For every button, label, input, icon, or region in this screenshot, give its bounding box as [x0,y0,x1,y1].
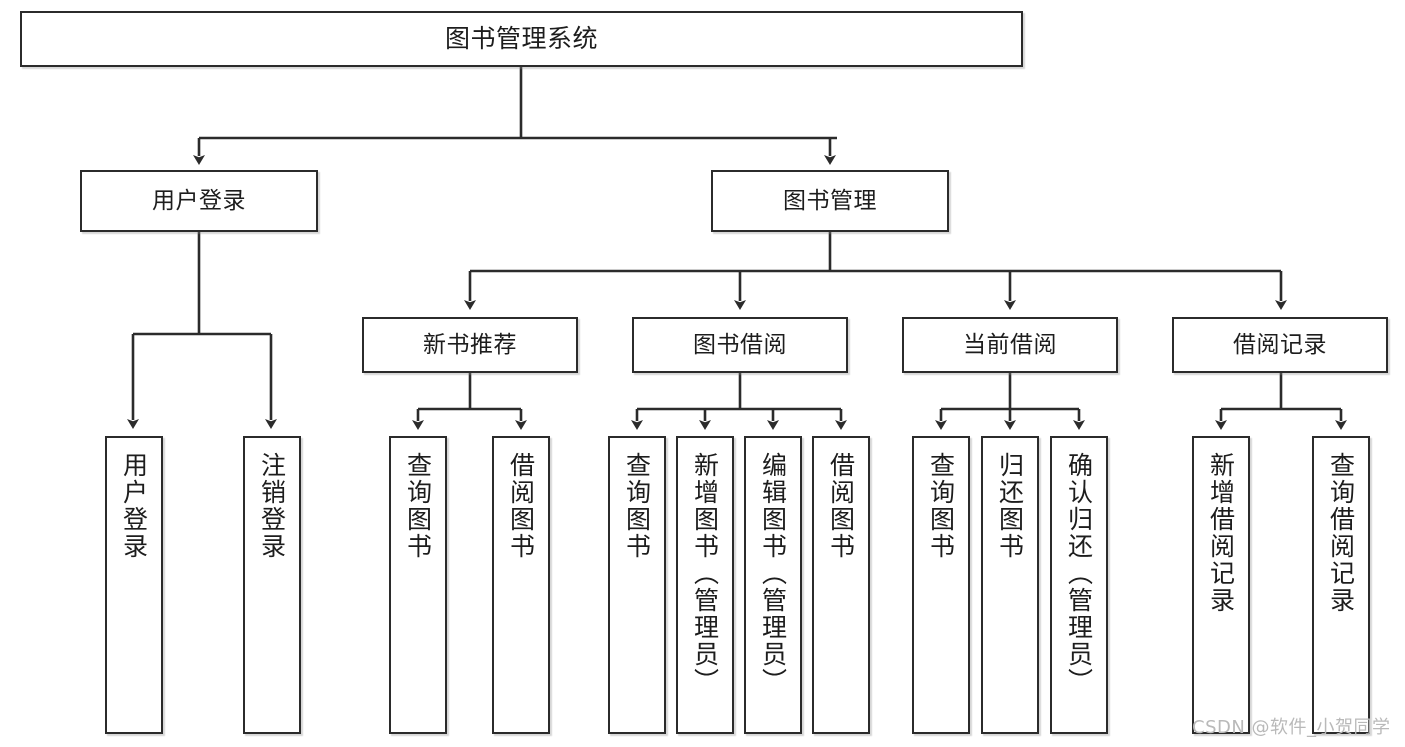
leaf-query-book-current[interactable]: 查询图书 [912,436,970,734]
leaf-query-borrow-record[interactable]: 查询借阅记录 [1312,436,1370,734]
node-label: 借阅图书 [506,452,536,560]
node-label: 注销登录 [257,452,287,560]
node-label: 新增借阅记录 [1206,452,1236,614]
node-label: 查询图书 [403,452,433,560]
node-new-book-recommend[interactable]: 新书推荐 [362,317,578,373]
leaf-borrow-book-new[interactable]: 借阅图书 [492,436,550,734]
leaf-return-book[interactable]: 归还图书 [981,436,1039,734]
node-user-login[interactable]: 用户登录 [80,170,318,232]
leaf-borrow-book[interactable]: 借阅图书 [812,436,870,734]
node-label: 归还图书 [995,452,1025,560]
node-label: 查询借阅记录 [1326,452,1356,614]
node-label: 新增图书（管理员） [690,452,720,695]
node-root-system[interactable]: 图书管理系统 [20,11,1023,67]
node-label: 图书管理 [783,187,877,214]
node-label: 借阅图书 [826,452,856,560]
node-label: 用户登录 [119,452,149,560]
node-book-management[interactable]: 图书管理 [711,170,949,232]
node-label: 图书借阅 [693,331,787,358]
node-label: 借阅记录 [1233,331,1327,358]
leaf-user-login[interactable]: 用户登录 [105,436,163,734]
node-label: 查询图书 [926,452,956,560]
node-label: 当前借阅 [963,331,1057,358]
leaf-add-borrow-record[interactable]: 新增借阅记录 [1192,436,1250,734]
node-book-borrow[interactable]: 图书借阅 [632,317,848,373]
node-label: 用户登录 [152,187,246,214]
leaf-add-book-admin[interactable]: 新增图书（管理员） [676,436,734,734]
node-label: 新书推荐 [423,331,517,358]
leaf-logout[interactable]: 注销登录 [243,436,301,734]
node-label: 确认归还（管理员） [1064,452,1094,695]
leaf-confirm-return-admin[interactable]: 确认归还（管理员） [1050,436,1108,734]
node-borrow-record[interactable]: 借阅记录 [1172,317,1388,373]
leaf-edit-book-admin[interactable]: 编辑图书（管理员） [744,436,802,734]
node-current-borrow[interactable]: 当前借阅 [902,317,1118,373]
node-label: 查询图书 [622,452,652,560]
node-label: 编辑图书（管理员） [758,452,788,695]
leaf-query-book-borrow[interactable]: 查询图书 [608,436,666,734]
node-label: 图书管理系统 [444,23,598,53]
csdn-watermark: CSDN @软件_小贺同学 [1192,717,1391,738]
leaf-query-book-new[interactable]: 查询图书 [389,436,447,734]
